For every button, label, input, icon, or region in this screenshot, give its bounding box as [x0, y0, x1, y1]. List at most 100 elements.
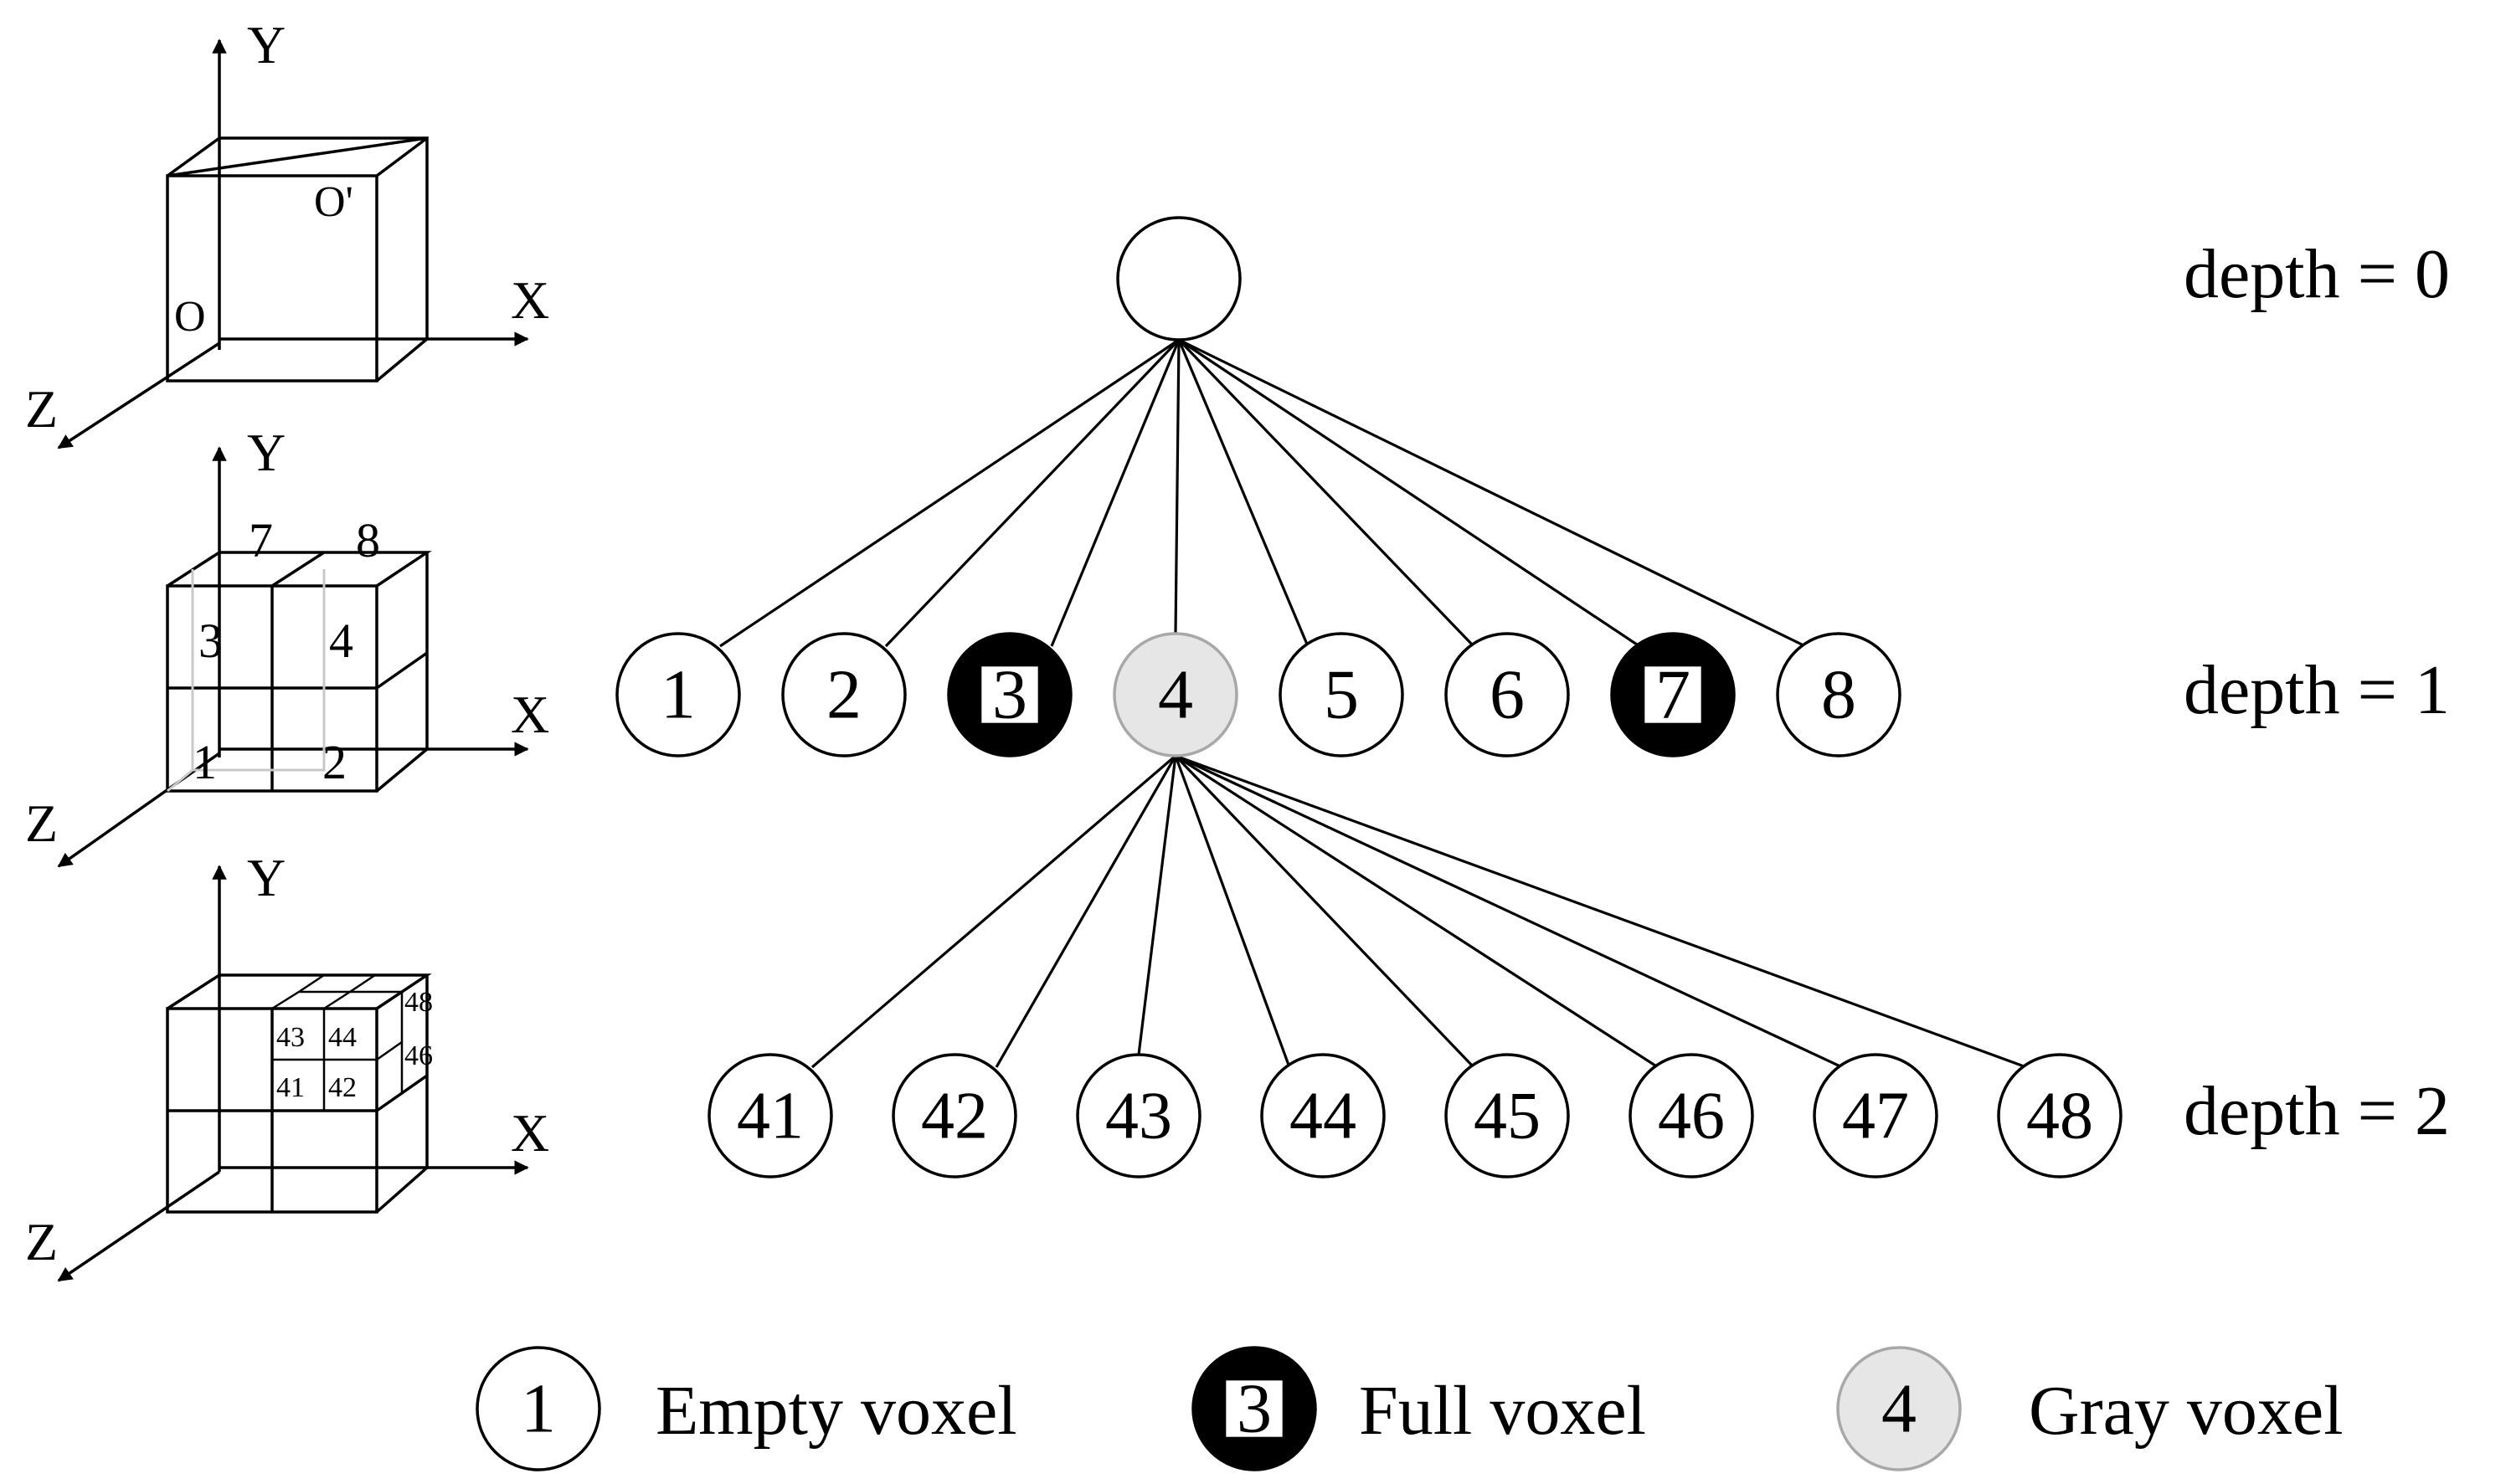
origin-prime-label: O' [314, 178, 353, 226]
subcell-label-42: 42 [328, 1072, 357, 1103]
z-axis-label: Z [25, 379, 58, 439]
tree-node-41-circle [708, 1053, 833, 1178]
edge-root-7 [1178, 338, 1640, 648]
cube-depth-0: Y X Z O O' [25, 15, 549, 449]
tree-node-2: 2 [781, 632, 907, 757]
x-axis-label: X [511, 1103, 549, 1163]
tree-node-3-label: 3 [992, 656, 1027, 734]
cube-grid [166, 551, 432, 793]
tree-node-8-circle [1776, 632, 1901, 757]
tree-node-46: 46 [1629, 1053, 1754, 1178]
z-axis [57, 341, 220, 449]
legend-symbol-full: 3 [1191, 1346, 1317, 1471]
legend-symbol-gray: 4 [1836, 1346, 1962, 1471]
legend-symbol-full-square [1224, 1379, 1284, 1439]
tree-node-4-circle [1113, 632, 1238, 757]
edge-root-8 [1178, 338, 1806, 648]
subcell-label-48: 48 [404, 987, 433, 1018]
tree-node-4-label: 4 [1158, 656, 1193, 734]
tree-node-43: 43 [1076, 1053, 1201, 1178]
edge-root-6 [1177, 338, 1475, 648]
tree-node-1-label: 1 [661, 656, 696, 734]
tree-node-46-label: 46 [1658, 1079, 1725, 1153]
edge-4-48 [1175, 754, 2027, 1069]
depth-label-0: depth = 0 [2184, 235, 2450, 313]
x-axis-label: X [511, 685, 549, 744]
tree-node-4: 4 [1113, 632, 1238, 757]
z-axis [57, 1170, 220, 1282]
tree-node-41: 41 [708, 1053, 833, 1178]
legend-label-gray: Gray voxel [2029, 1372, 2344, 1450]
tree-node-8-label: 8 [1821, 656, 1856, 734]
root-node [1116, 216, 1242, 341]
cell-label-4: 4 [329, 614, 353, 668]
tree-node-45-circle [1444, 1053, 1570, 1178]
legend-label-empty: Empty voxel [656, 1372, 1017, 1450]
tree-node-46-circle [1629, 1053, 1754, 1178]
edge-4-42 [995, 755, 1177, 1068]
legend-symbol-gray-label: 4 [1881, 1370, 1917, 1448]
z-axis [57, 752, 221, 868]
edge-root-2 [884, 338, 1181, 648]
depth-label-2: depth = 2 [2184, 1072, 2450, 1150]
legend-label-full: Full voxel [1359, 1372, 1646, 1450]
cube-hidden-lines [167, 569, 326, 793]
subcell-label-43: 43 [276, 1022, 305, 1053]
cell-label-8: 8 [356, 513, 380, 567]
legend-symbol-empty: 1 [476, 1346, 601, 1471]
tree-node-45-label: 45 [1474, 1079, 1541, 1153]
tree-node-5-circle [1279, 632, 1404, 757]
cell-label-1: 1 [193, 735, 217, 789]
tree-node-6-circle [1444, 632, 1570, 757]
tree-node-48-circle [1997, 1053, 2123, 1178]
depth-label-1: depth = 1 [2184, 651, 2450, 729]
y-axis-label: Y [247, 848, 286, 907]
tree-node-43-label: 43 [1105, 1079, 1172, 1153]
tree-node-2-label: 2 [826, 656, 862, 734]
tree-node-7: 7 [1610, 632, 1736, 757]
origin-label: O [174, 293, 206, 341]
x-axis-label: X [511, 270, 549, 330]
legend-symbol-empty-circle [476, 1346, 601, 1471]
tree-node-41-label: 41 [737, 1079, 804, 1153]
cell-label-2: 2 [322, 735, 347, 789]
tree-node-47: 47 [1813, 1053, 1938, 1178]
edge-4-47 [1175, 754, 1843, 1069]
subcell-label-41: 41 [276, 1072, 305, 1103]
tree-node-44-label: 44 [1289, 1079, 1356, 1153]
edge-root-4 [1174, 339, 1181, 634]
edge-4-43 [1137, 755, 1177, 1055]
tree-node-3: 3 [947, 632, 1073, 757]
tree-node-8: 8 [1776, 632, 1901, 757]
tree-node-48-label: 48 [2026, 1079, 2093, 1153]
edge-root-5 [1177, 339, 1310, 647]
edge-root-1 [719, 338, 1180, 648]
tree-level-2: 41 42 43 44 45 46 47 48 [708, 1053, 2123, 1178]
subcell-label-46: 46 [404, 1040, 433, 1071]
tree-node-42-circle [892, 1053, 1017, 1178]
tree-node-1: 1 [615, 632, 741, 757]
legend-symbol-empty-label: 1 [521, 1370, 556, 1448]
tree-node-45: 45 [1444, 1053, 1570, 1178]
edge-4-41 [810, 754, 1177, 1069]
cube-depth-1: Y X Z 1 2 3 4 7 8 [25, 423, 549, 868]
edge-4-46 [1175, 754, 1659, 1069]
tree-node-47-circle [1813, 1053, 1938, 1178]
tree-node-48: 48 [1997, 1053, 2123, 1178]
z-axis-label: Z [25, 1212, 58, 1271]
y-axis-label: Y [247, 423, 286, 482]
subcell-grid [270, 973, 428, 1111]
edge-4-44 [1174, 755, 1291, 1068]
tree-root [1116, 216, 1242, 341]
legend-symbol-full-label: 3 [1237, 1370, 1272, 1448]
tree-node-1-circle [615, 632, 741, 757]
z-axis-label: Z [25, 793, 58, 853]
tree-node-47-label: 47 [1842, 1079, 1909, 1153]
tree-node-5: 5 [1279, 632, 1404, 757]
tree-node-44: 44 [1260, 1053, 1386, 1178]
tree-node-42-label: 42 [921, 1079, 988, 1153]
tree-node-5-label: 5 [1324, 656, 1359, 734]
tree-node-7-label: 7 [1655, 656, 1690, 734]
subcell-label-44: 44 [328, 1022, 357, 1053]
